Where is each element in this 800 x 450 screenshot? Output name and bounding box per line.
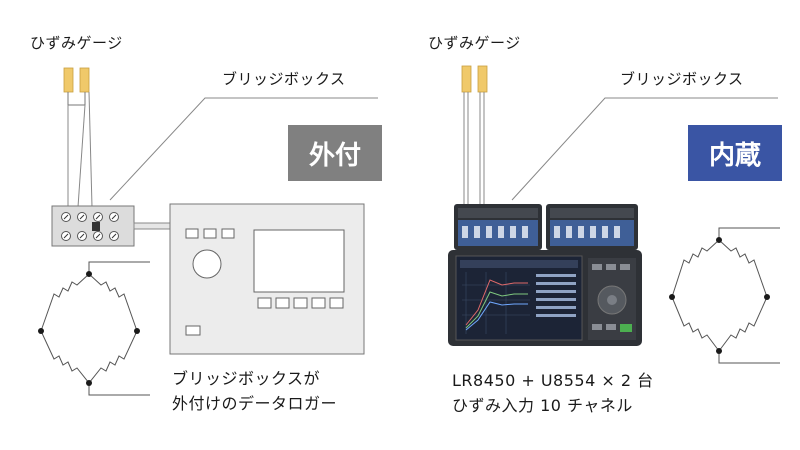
left-cable [133, 222, 173, 230]
right-data-logger-icon [448, 204, 642, 346]
left-bridge-circuit [40, 261, 150, 396]
left-data-logger-icon [169, 203, 365, 355]
right-internal-badge: 内蔵 [688, 125, 782, 181]
left-caption-line2: 外付けのデータロガー [172, 394, 338, 413]
left-strain-gauge-label: ひずみゲージ [30, 34, 123, 52]
right-bridge-nodes [669, 237, 770, 354]
right-strain-gauge-label: ひずみゲージ [428, 34, 521, 52]
right-caption: LR8450 + U8554 × 2 台 ひずみ入力 10 チャネル [452, 368, 654, 418]
right-caption-line1: LR8450 + U8554 × 2 台 [452, 371, 654, 390]
left-bridge-box-label: ブリッジボックス [222, 70, 346, 88]
right-caption-line2: ひずみ入力 10 チャネル [452, 396, 633, 415]
right-strain-gauge-icon [461, 65, 488, 205]
right-bridge-box-leader [511, 97, 778, 201]
left-bridge-nodes [38, 271, 140, 386]
left-external-badge: 外付 [288, 125, 382, 181]
left-bridge-box-icon [51, 205, 135, 247]
right-bridge-box-label: ブリッジボックス [620, 70, 744, 88]
left-strain-gauge-icon [63, 67, 93, 208]
left-bridge-box-leader [109, 97, 378, 201]
right-bridge-circuit [671, 227, 780, 364]
left-caption: ブリッジボックスが 外付けのデータロガー [172, 366, 337, 416]
left-caption-line1: ブリッジボックスが [172, 369, 321, 388]
